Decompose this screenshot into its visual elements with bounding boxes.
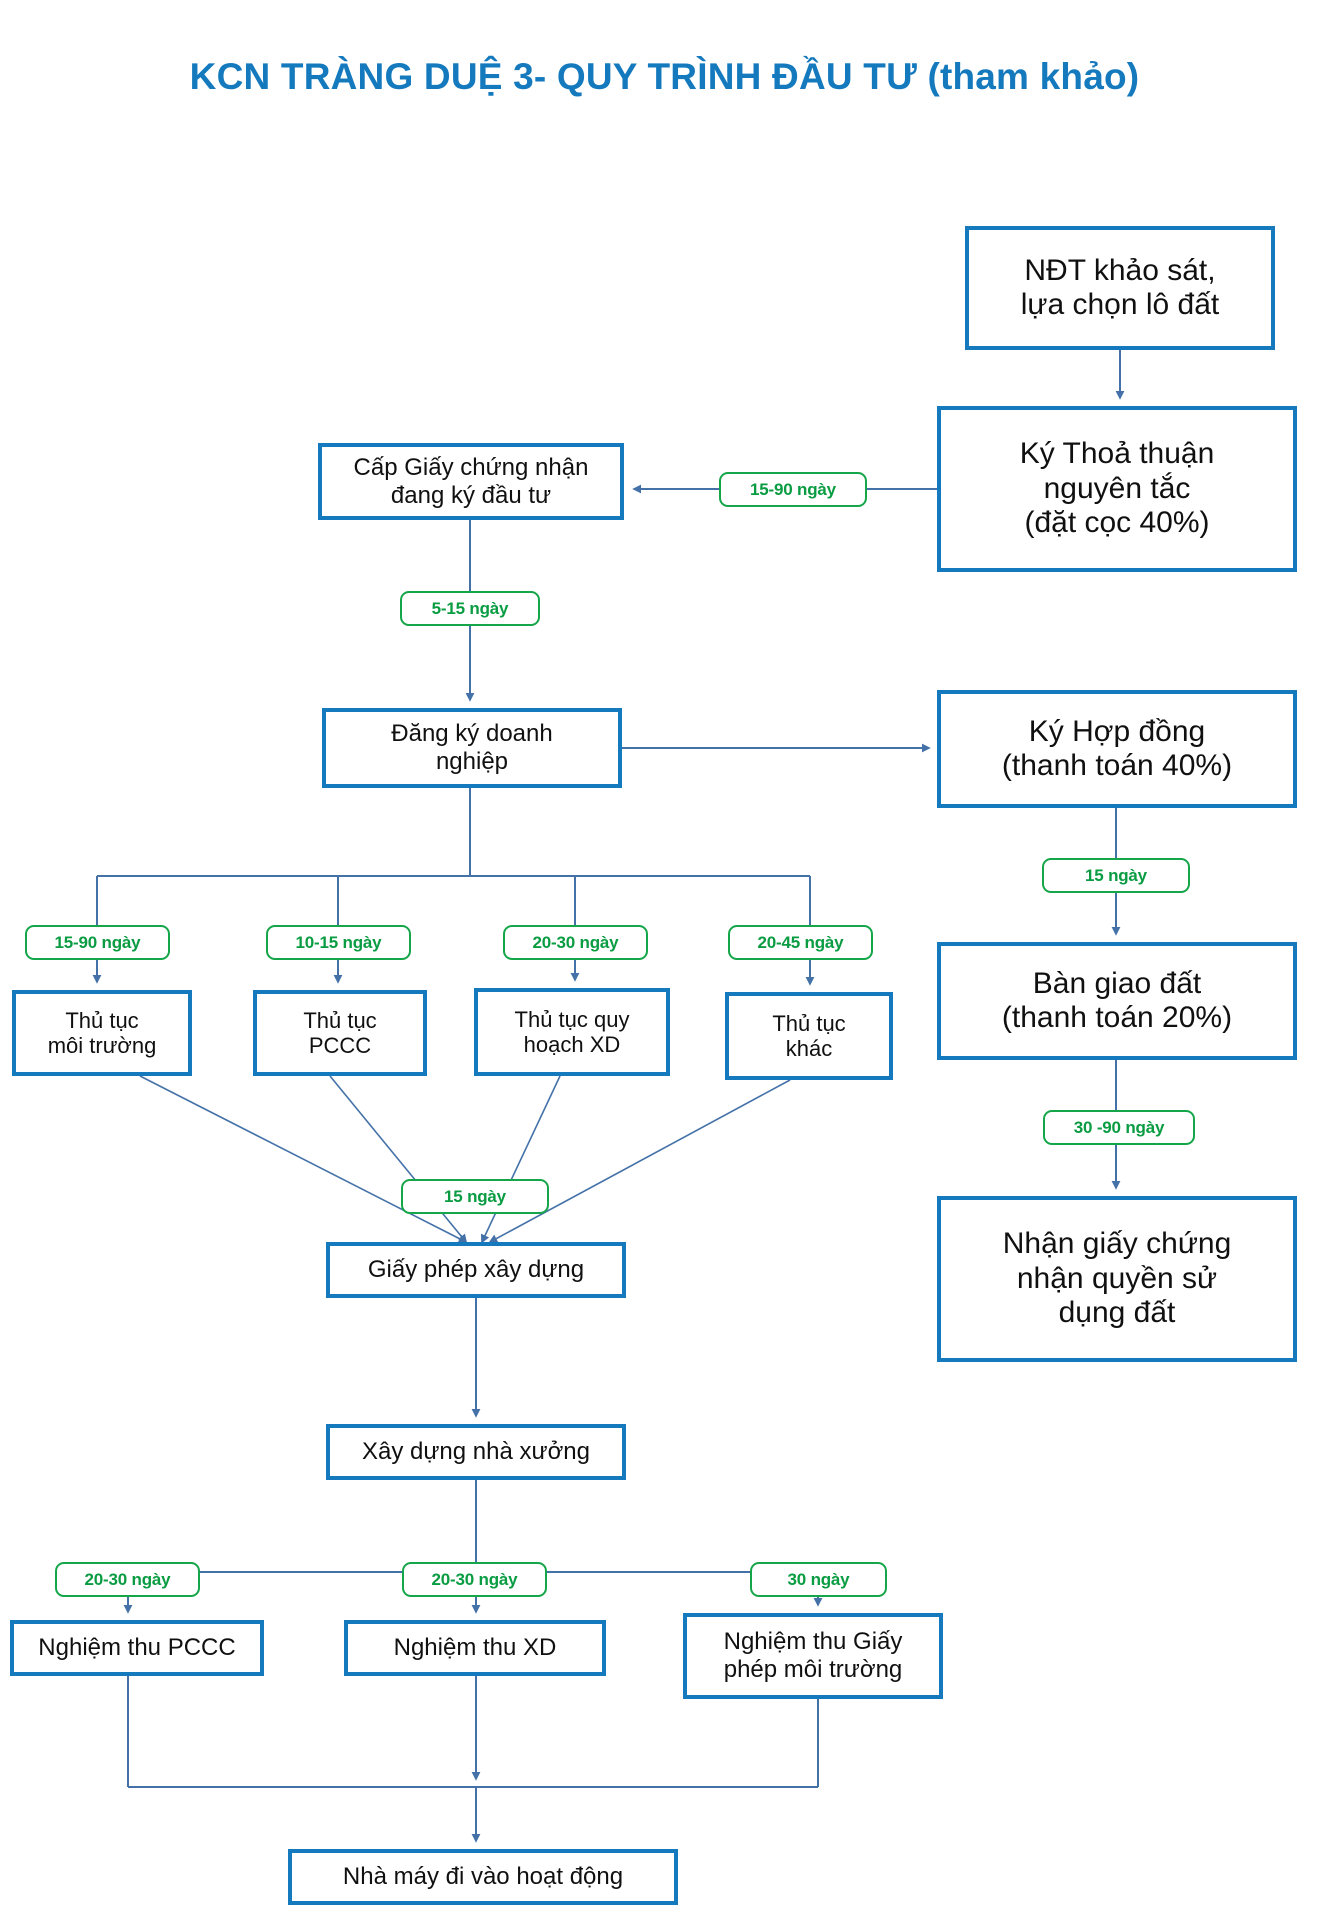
duration-chip-label: 30 ngày [787,1569,850,1589]
process-node-label: Cấp Giấy chứng nhận đang ký đầu tư [353,453,589,509]
process-node-label: Nhà máy đi vào hoạt động [342,1863,624,1891]
process-node-label: Thủ tục môi trường [47,1007,157,1058]
process-node-n1[interactable]: NĐT khảo sát, lựa chọn lô đất [965,226,1275,350]
duration-chip-label: 20-30 ngày [84,1569,171,1589]
process-node-label: Nghiệm thu PCCC [38,1634,236,1662]
duration-chip-label: 15-90 ngày [54,932,141,952]
process-node-n2[interactable]: Ký Thoả thuận nguyên tắc (đặt cọc 40%) [937,406,1297,572]
connector-pccc-to-gpxd [329,1075,468,1244]
process-node-n10[interactable]: Thủ tục quy hoạch XD [474,988,670,1076]
process-node-n7[interactable]: Nhận giấy chứng nhận quyền sử dụng đất [937,1196,1297,1362]
process-node-n12[interactable]: Giấy phép xây dựng [326,1242,626,1298]
page-title: KCN TRÀNG DUỆ 3- QUY TRÌNH ĐẦU TƯ (tham … [189,56,1140,97]
duration-chip-c12: 30 ngày [750,1562,887,1597]
duration-chip-label: 15-90 ngày [750,479,836,499]
process-node-n16[interactable]: Nghiệm thu Giấy phép môi trường [683,1613,943,1699]
duration-chip-c11: 20-30 ngày [402,1562,547,1597]
process-node-label: Ký Hợp đồng (thanh toán 40%) [1001,714,1233,783]
process-node-n14[interactable]: Nghiệm thu PCCC [10,1620,264,1676]
connector-quyhoach-to-gpxd [480,1075,561,1244]
process-node-n13[interactable]: Xây dựng nhà xưởng [326,1424,626,1480]
duration-chip-c10: 20-30 ngày [55,1562,200,1597]
process-node-label: Thủ tục quy hoạch XD [514,1006,630,1057]
process-node-label: Xây dựng nhà xưởng [361,1438,590,1466]
process-node-n3[interactable]: Cấp Giấy chứng nhận đang ký đầu tư [318,443,624,520]
process-node-label: Đăng ký doanh nghiệp [391,720,553,775]
duration-chip-c2: 5-15 ngày [400,591,540,626]
duration-chip-label: 10-15 ngày [295,932,382,952]
process-node-n15[interactable]: Nghiệm thu XD [344,1620,606,1676]
duration-chip-label: 5-15 ngày [431,598,509,618]
process-node-n6[interactable]: Bàn giao đất (thanh toán 20%) [937,942,1297,1060]
process-node-n9[interactable]: Thủ tục PCCC [253,990,427,1076]
duration-chip-label: 20-45 ngày [757,932,844,952]
process-node-label: Bàn giao đất (thanh toán 20%) [1001,966,1233,1035]
process-node-label: Giấy phép xây dựng [367,1256,585,1284]
connector-khac-to-gpxd [488,1079,791,1243]
duration-chip-label: 15 ngày [1085,865,1147,885]
duration-chip-c5: 15-90 ngày [25,925,170,960]
process-node-n8[interactable]: Thủ tục môi trường [12,990,192,1076]
duration-chip-c3: 15 ngày [1042,858,1190,893]
duration-chip-c4: 30 -90 ngày [1043,1110,1195,1145]
process-node-label: NĐT khảo sát, lựa chọn lô đất [1020,253,1220,322]
process-node-n17[interactable]: Nhà máy đi vào hoạt động [288,1849,678,1905]
process-node-n5[interactable]: Ký Hợp đồng (thanh toán 40%) [937,690,1297,808]
process-node-n11[interactable]: Thủ tục khác [725,992,893,1080]
process-node-label: Nghiệm thu Giấy phép môi trường [723,1628,903,1683]
duration-chip-c8: 20-45 ngày [728,925,873,960]
process-node-label: Nhận giấy chứng nhận quyền sử dụng đất [1002,1227,1232,1330]
process-node-label: Ký Thoả thuận nguyên tắc (đặt cọc 40%) [1019,437,1215,540]
duration-chip-label: 30 -90 ngày [1073,1117,1165,1137]
process-node-n4[interactable]: Đăng ký doanh nghiệp [322,708,622,788]
duration-chip-label: 20-30 ngày [431,1569,518,1589]
process-node-label: Thủ tục PCCC [303,1007,377,1058]
duration-chip-c7: 20-30 ngày [503,925,648,960]
connector-moitruong-to-gpxd [139,1075,468,1243]
duration-chip-label: 20-30 ngày [532,932,619,952]
process-node-label: Thủ tục khác [772,1010,846,1061]
duration-chip-c1: 15-90 ngày [719,472,867,507]
process-node-label: Nghiệm thu XD [393,1634,557,1662]
duration-chip-c9: 15 ngày [401,1179,549,1214]
duration-chip-label: 15 ngày [444,1186,506,1206]
duration-chip-c6: 10-15 ngày [266,925,411,960]
